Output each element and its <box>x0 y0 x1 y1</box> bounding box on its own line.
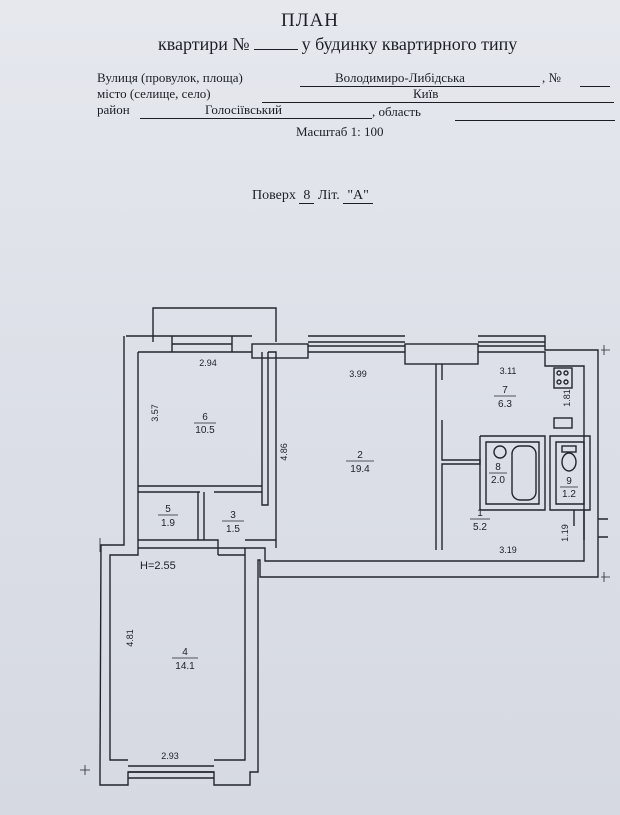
dim-4-81: 4.81 <box>125 629 135 647</box>
number-underline <box>580 86 610 87</box>
floor-line: Поверх 8 Літ. "А" <box>252 188 373 204</box>
toilet-tank <box>561 445 577 453</box>
dim-3-57: 3.57 <box>150 404 160 422</box>
wall-wc <box>549 435 591 511</box>
room-3-number: 3 <box>230 510 236 521</box>
floor-value: 8 <box>299 188 315 204</box>
district-label: район <box>97 102 130 117</box>
bathtub <box>511 445 537 501</box>
dim-1-19: 1.19 <box>560 524 570 542</box>
room-4-number: 4 <box>182 647 188 658</box>
wall-room2-right <box>435 364 481 550</box>
bath-sink <box>493 445 507 459</box>
letter-label: Літ. <box>317 188 340 203</box>
dim-3-19: 3.19 <box>499 545 517 555</box>
ceiling-height-label: H=2.55 <box>140 560 176 572</box>
district-value: Голосіївський <box>205 102 282 117</box>
city-label: місто (селище, село) <box>97 86 211 101</box>
balcony-door <box>251 343 309 359</box>
balcony-outline <box>152 307 277 342</box>
window-room-7 <box>478 341 545 347</box>
street-underline <box>300 86 540 87</box>
dim-3-11: 3.11 <box>500 366 517 376</box>
room-5-number: 5 <box>165 504 171 515</box>
subtitle-suffix: у будинку квартирного типу <box>301 34 518 54</box>
door-room4 <box>218 547 245 556</box>
wall-h-rooms-5-6 <box>138 485 262 493</box>
room-8-area: 2.0 <box>491 475 505 486</box>
scale-label: Масштаб 1: 100 <box>296 124 384 139</box>
dim-4-86: 4.86 <box>279 443 289 461</box>
document-title: ПЛАН <box>280 10 340 31</box>
room-2-area: 19.4 <box>350 464 370 475</box>
room-9-number: 9 <box>566 476 572 487</box>
region-underline <box>455 120 615 121</box>
room-1-area: 5.2 <box>473 522 487 533</box>
wall-room6-right <box>261 352 269 506</box>
subtitle-prefix: квартири № <box>158 34 250 54</box>
wall-bathroom <box>479 435 546 511</box>
outer-wall-inner <box>109 351 585 761</box>
room-7-area: 6.3 <box>498 399 512 410</box>
city-underline <box>262 102 614 103</box>
room-1-number: 1 <box>477 508 483 519</box>
room-6-number: 6 <box>202 412 208 423</box>
city-value: Київ <box>413 86 439 101</box>
street-value: Володимиро-Либідська <box>335 70 465 85</box>
window-side-right <box>598 518 608 538</box>
apartment-number-blank <box>253 35 298 50</box>
dim-1-81: 1.81 <box>562 389 572 407</box>
toilet <box>561 452 577 472</box>
room-4-area: 14.1 <box>175 661 195 672</box>
letter-value: "А" <box>343 188 373 204</box>
dim-3-99: 3.99 <box>349 369 367 379</box>
region-label: , область <box>372 104 421 119</box>
dim-2-94: 2.94 <box>199 358 217 368</box>
wall-pier-7 <box>404 343 479 365</box>
room-6-area: 10.5 <box>195 425 215 436</box>
room-3-area: 1.5 <box>226 524 240 535</box>
document-subtitle: квартири № у будинку квартирного типу <box>158 34 517 55</box>
number-label: , № <box>542 70 561 85</box>
wall-room2-left <box>268 351 277 548</box>
room-7-number: 7 <box>502 385 508 396</box>
wall-v-rooms-3-5 <box>197 492 205 540</box>
window-room-2 <box>308 341 405 347</box>
dim-2-93: 2.93 <box>161 751 179 761</box>
room-2-number: 2 <box>357 450 363 461</box>
room-5-area: 1.9 <box>161 518 175 529</box>
room-8-number: 8 <box>495 462 501 473</box>
stove <box>553 367 573 389</box>
window-room-4 <box>128 765 214 779</box>
street-label: Вулиця (провулок, площа) <box>97 70 243 85</box>
district-underline <box>140 118 372 119</box>
door-wc <box>573 510 585 540</box>
outer-wall <box>99 335 599 786</box>
kitchen-sink <box>553 417 573 429</box>
window-room-6 <box>171 335 233 353</box>
wall-h-room4-top <box>138 539 276 555</box>
floor-label: Поверх <box>252 188 296 203</box>
room-9-area: 1.2 <box>562 489 576 500</box>
